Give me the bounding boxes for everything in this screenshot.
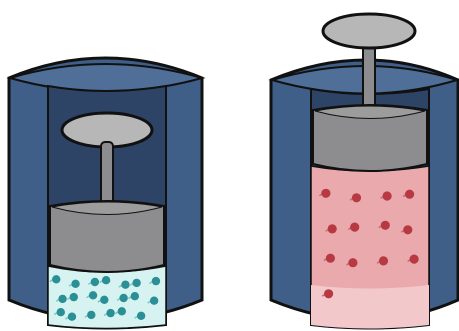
gas-particle-icon [382, 191, 392, 201]
gas-particle-icon [100, 295, 109, 304]
right-piston-head-highlight [314, 105, 426, 119]
right-gas-bottom-tint [311, 285, 429, 329]
gas-particle-icon [149, 296, 159, 305]
gas-particle-icon [90, 277, 100, 287]
gas-particle-icon [130, 292, 140, 301]
gas-particle-icon [132, 278, 141, 288]
gas-particle-icon [69, 292, 78, 302]
gas-particle-icon [403, 225, 413, 235]
left-piston-head [49, 200, 165, 273]
gas-particle-icon [136, 311, 146, 320]
gas-particle-icon [117, 307, 127, 316]
gas-particle-icon [350, 222, 360, 232]
gas-particle-icon [348, 258, 358, 268]
gas-particle-icon [101, 276, 111, 285]
left-cylinder [6, 56, 206, 330]
right-cylinder [268, 12, 459, 330]
gas-particle-icon [56, 308, 65, 317]
gas-particle-icon [87, 310, 96, 320]
right-piston-top [321, 12, 417, 50]
gas-particle-icon [106, 308, 115, 318]
gas-particle-icon [405, 189, 415, 199]
gas-particle-icon [325, 253, 335, 263]
right-piston-head [312, 104, 428, 172]
gas-particle-icon [151, 276, 161, 286]
gas-particle-icon [380, 220, 390, 230]
left-gas-particles [49, 275, 161, 321]
gas-particle-icon [409, 254, 419, 264]
gas-particle-icon [52, 275, 61, 284]
gas-particle-icon [321, 188, 331, 198]
gas-particle-icon [327, 224, 337, 234]
gas-particle-icon [88, 291, 98, 300]
gas-particle-icon [351, 193, 362, 203]
gas-particle-icon [378, 256, 389, 266]
left-piston-head-highlight [51, 201, 163, 215]
gas-particle-icon [67, 312, 77, 321]
gas-particle-icon [119, 293, 128, 303]
gas-particle-icon [324, 289, 334, 299]
right-gas-particles [319, 188, 419, 299]
gas-particle-icon [58, 294, 67, 304]
gas-particle-icon [121, 280, 130, 289]
gas-particle-icon [71, 279, 80, 288]
